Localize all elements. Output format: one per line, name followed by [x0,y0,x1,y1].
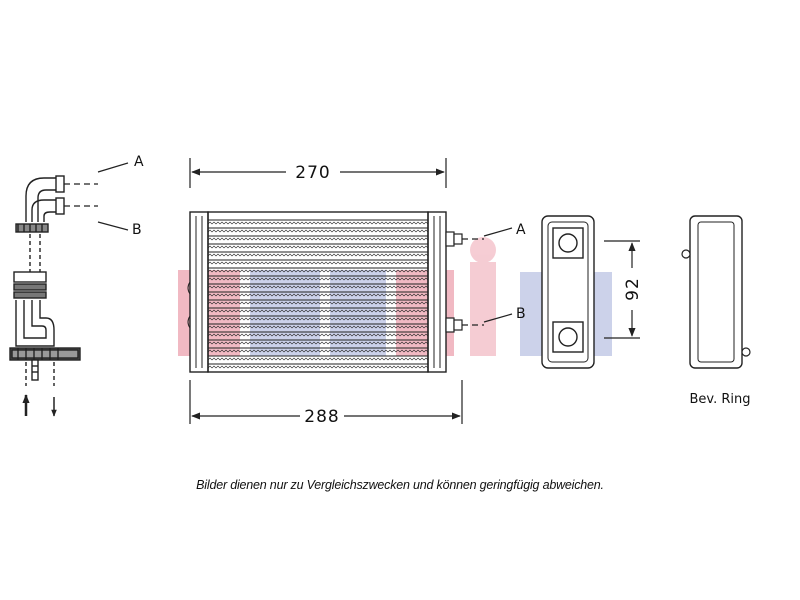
dimension-label-270: 270 [295,163,330,183]
side-view [9,175,81,386]
flange [15,223,49,233]
ring-screw-bottom [741,347,751,357]
core-fin [207,229,429,233]
core-fin [207,349,429,353]
port-b-stub [445,317,455,333]
core-fin [207,221,429,225]
core-fin [207,237,429,241]
label-port-a: A [516,222,526,238]
pipe-upper-outer [37,189,58,222]
port-leaders [462,227,513,326]
watermark-dot [470,237,496,263]
core-fin [207,285,429,289]
watermark-block [330,270,386,356]
heater-core [187,211,463,373]
core-fin [207,301,429,305]
pipe-lower [31,199,58,222]
port-a-stub [445,231,455,247]
dimension-270 [189,158,447,188]
pipe-upper [25,177,58,222]
port-a-flange [552,227,584,259]
left-tank [189,211,209,373]
disclaimer-caption: Bilder dienen nur zu Vergleichszwecken u… [196,478,604,492]
dimension-label-288: 288 [304,407,339,427]
core-fin [207,333,429,337]
side-leaders [64,162,129,231]
ring-outline [689,215,743,369]
core-fin [207,365,429,369]
pipe-lower-outer [43,211,58,222]
pipe-end-b [55,197,65,215]
core-fin [207,253,429,257]
core-fin [207,309,429,313]
dimension-92 [604,240,640,339]
core-fin [207,357,429,361]
ring-view [681,215,751,369]
core-fin [207,341,429,345]
port-a-hole [558,233,578,253]
end-view [541,215,595,369]
label-port-b: B [516,306,526,322]
core-fin [207,245,429,249]
fitting-top [13,271,47,283]
core-tubes [207,219,429,369]
core-fin [207,317,429,321]
core-fin [207,269,429,273]
fitting-body [15,300,55,347]
pipe-end-a [55,175,65,193]
ring-label: Bev. Ring [689,392,750,407]
right-tank [427,211,447,373]
label-side-a: A [134,154,144,170]
dimension-label-92: 92 [623,277,643,301]
core-fin [207,293,429,297]
port-b-hole [558,327,578,347]
fitting-ring [13,283,47,291]
watermark-block [470,262,496,356]
fitting-ring [13,291,47,299]
core-fin [207,325,429,329]
ring-screw-top [681,249,691,259]
port-b-flange [552,321,584,353]
core-fin [207,277,429,281]
core-fin [207,261,429,265]
dimension-288 [189,380,463,424]
label-side-b: B [132,222,142,238]
